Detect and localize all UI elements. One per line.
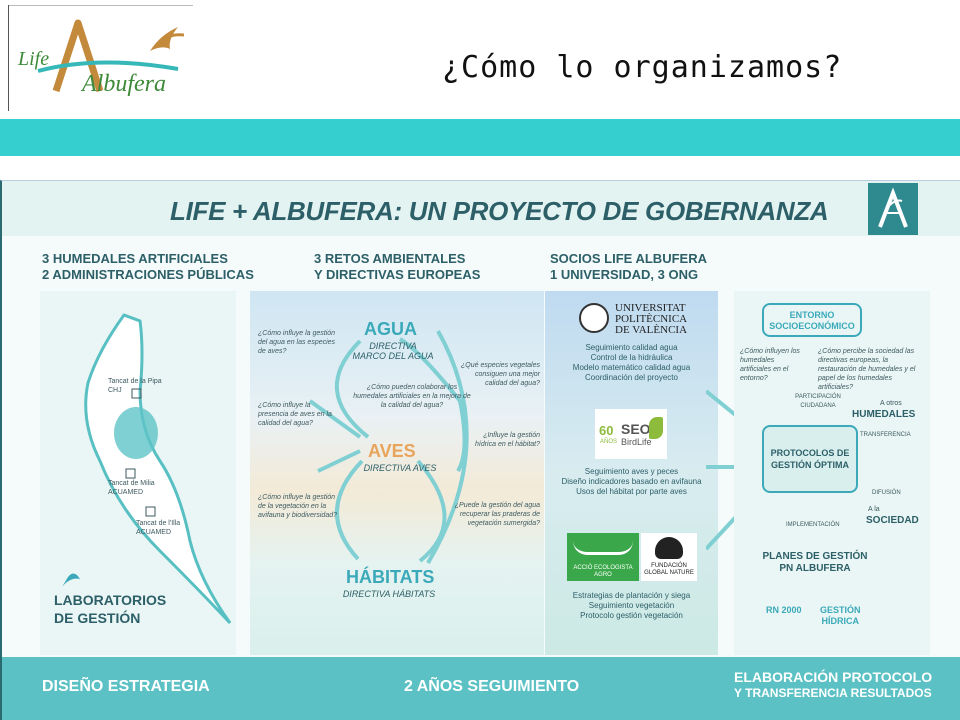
teal-header-band — [0, 119, 960, 156]
question-aves-agua: ¿Cómo influye la presencia de aves en la… — [258, 402, 332, 427]
tancat-milia-label: Tancat de Milia — [108, 480, 155, 487]
participacion-label: PARTICIPACIÓN CIUDADANA — [795, 394, 841, 409]
agua-title: AGUA — [364, 319, 417, 339]
question-humedales-calidad: ¿Cómo pueden colaborar los humedales art… — [353, 384, 471, 409]
tancat-pipa-org: CHJ — [108, 387, 122, 394]
phases-bar: DISEÑO ESTRATEGIA 2 AÑOS SEGUIMIENTO ELA… — [2, 657, 960, 720]
col3-heading-line2: 1 UNIVERSIDAD, 3 ONG — [550, 267, 699, 282]
svg-text:Life: Life — [17, 48, 49, 70]
planes-line1: PLANES DE GESTIÓN — [762, 551, 868, 562]
question-especies-vegetales: ¿Qué especies vegetales consiguen una me… — [461, 362, 540, 387]
tancat-milia-org: ACUAMED — [108, 489, 144, 496]
col1-heading-line2: 2 ADMINISTRACIONES PÚBLICAS — [42, 267, 254, 282]
infographic-title-bar — [2, 181, 960, 236]
col2-heading-line1: 3 RETOS AMBIENTALES — [314, 251, 466, 266]
laboratorios-label-line2: DE GESTIÓN — [54, 610, 141, 626]
aves-directive: DIRECTIVA AVES — [363, 463, 437, 473]
phase-seguimiento: 2 AÑOS SEGUIMIENTO — [404, 678, 580, 695]
logo-border-top — [8, 5, 193, 6]
sociedad-label: SOCIEDAD — [866, 515, 919, 526]
environmental-challenges-panel: AGUA DIRECTIVA MARCO DEL AGUA AVES DIREC… — [250, 291, 544, 655]
difusion-label: DIFUSIÓN — [872, 490, 901, 496]
laboratorios-label-line1: LABORATORIOS — [54, 592, 167, 608]
agua-directive-line2: MARCO DEL AGUA — [352, 351, 434, 361]
seo-task: Diseño indicadores basado en avifauna — [561, 477, 702, 486]
upv-task: Seguimiento calidad agua — [585, 343, 678, 352]
vegetation-task: Seguimiento vegetación — [588, 601, 675, 610]
upv-name-line2: POLITÈCNICA — [615, 313, 688, 325]
question-gestion-hidrica: ¿Influye la gestión hídrica en el hábita… — [475, 432, 540, 448]
tancat-illa-label: Tancat de l'Illa — [136, 520, 181, 527]
col3-heading-line1: SOCIOS LIFE ALBUFERA — [550, 251, 707, 266]
entorno-box: ENTORNO SOCIOECONÓMICO — [762, 303, 862, 337]
habitats-directive: DIRECTIVA HÁBITATS — [342, 589, 436, 599]
question-vegetacion-sumergida: ¿Puede la gestión del agua recuperar las… — [454, 502, 540, 527]
habitats-title: HÁBITATS — [346, 567, 435, 587]
governance-infographic: LIFE + ALBUFERA: UN PROYECTO DE GOBERNAN… — [0, 180, 960, 720]
upv-task: Modelo matemático calidad agua — [572, 363, 691, 372]
upv-task: Control de la hidráulica — [590, 353, 673, 362]
wetlands-map-panel: Tancat de la Pipa CHJ Tancat de Milia AC… — [40, 291, 236, 655]
challenge-arrows — [308, 330, 469, 565]
vegetation-task: Protocolo gestión vegetación — [580, 611, 683, 620]
seo-birdlife-logo: 60 AÑOS SEO BirdLife — [595, 409, 667, 459]
upv-task: Coordinación del proyecto — [585, 373, 678, 382]
gestion-hidrica-line2: HÍDRICA — [821, 616, 860, 626]
gestion-hidrica-line1: GESTIÓN — [820, 605, 861, 615]
a-la-label: A la — [868, 506, 880, 513]
a-otros-label: A otros — [880, 400, 902, 407]
global-nature-logo: FUNDACIÓN GLOBAL NATURE — [641, 533, 697, 581]
phase-protocolo-line1: ELABORACIÓN PROTOCOLO — [734, 669, 933, 685]
tancat-illa-org: ACUAMED — [136, 529, 172, 536]
col1-heading-line1: 3 HUMEDALES ARTIFICIALES — [42, 251, 228, 266]
protocol-panel: ENTORNO SOCIOECONÓMICO ¿Cómo influyen lo… — [734, 291, 930, 655]
question-sociedad: ¿Cómo percibe la sociedad las directivas… — [818, 348, 916, 391]
upv-seal-icon — [579, 303, 609, 333]
phase-protocolo-line2: Y TRANSFERENCIA RESULTADOS — [734, 686, 932, 700]
accio-ecologista-logo: ACCIÓ ECOLOGISTA AGRO — [567, 533, 639, 581]
question-vegetacion-avifauna: ¿Cómo influye la gestión de la vegetació… — [258, 494, 337, 519]
albufera-map — [62, 313, 232, 625]
partners-panel: UNIVERSITAT POLITÈCNICA DE VALÈNCIA Segu… — [545, 291, 718, 655]
infographic-title: LIFE + ALBUFERA: UN PROYECTO DE GOBERNAN… — [170, 196, 829, 226]
question-agua-aves: ¿Cómo influye la gestión del agua en las… — [258, 330, 336, 355]
albufera-badge-icon — [868, 183, 918, 235]
upv-name-line1: UNIVERSITAT — [615, 302, 686, 314]
svg-text:Albufera: Albufera — [80, 71, 166, 97]
planes-line2: PN ALBUFERA — [779, 563, 851, 574]
aves-title: AVES — [368, 441, 416, 461]
phase-diseno: DISEÑO ESTRATEGIA — [42, 678, 210, 695]
protocol-box: PROTOCOLOS DE GESTIÓN ÓPTIMA — [762, 425, 858, 493]
humedales-label: HUMEDALES — [852, 409, 916, 420]
tancat-pipa-label: Tancat de la Pipa — [108, 378, 162, 385]
col2-heading-line2: Y DIRECTIVAS EUROPEAS — [314, 267, 481, 282]
vegetation-task: Estrategias de plantación y siega — [572, 591, 691, 600]
implementacion-label: IMPLEMENTACIÓN — [786, 522, 840, 528]
transferencia-label: TRANSFERENCIA — [860, 432, 911, 438]
slide-title: ¿Cómo lo organizamos? — [442, 50, 843, 85]
question-entorno: ¿Cómo influyen los humedales artificiale… — [740, 348, 800, 382]
upv-name-line3: DE VALÈNCIA — [615, 324, 688, 336]
seo-task: Seguimiento aves y peces — [584, 467, 679, 476]
seo-task: Usos del hábitat por parte aves — [576, 487, 687, 496]
rn2000-label: RN 2000 — [766, 605, 802, 615]
agua-directive-line1: DIRECTIVA — [369, 341, 417, 351]
logo-border-left — [8, 5, 9, 111]
life-albufera-logo: Life Albufera — [8, 5, 194, 113]
